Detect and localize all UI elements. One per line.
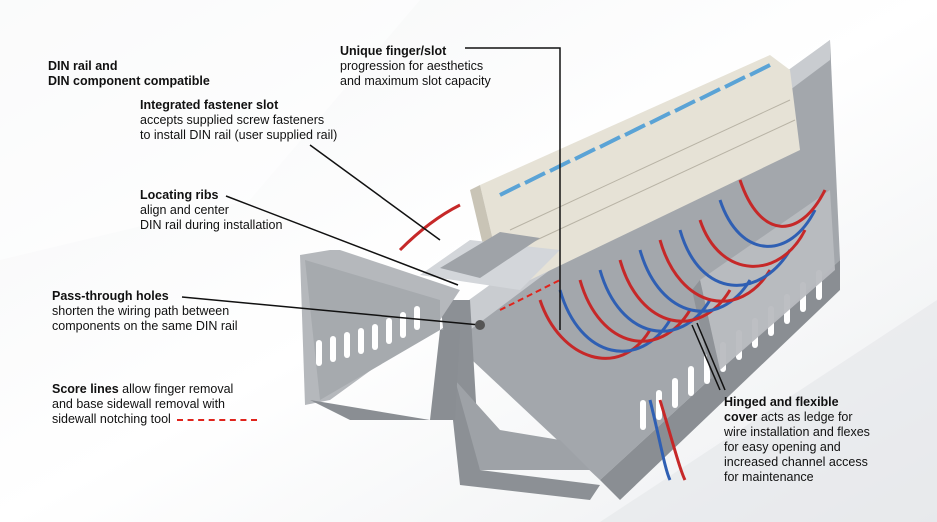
callout-finger-title: Unique finger/slot xyxy=(340,44,447,58)
callout-hinged-cover: Hinged and flexible cover acts as ledge … xyxy=(724,395,870,485)
pass-through-hole xyxy=(475,320,485,330)
callout-din-rail-line2: DIN component compatible xyxy=(48,74,210,88)
callout-score-line3: sidewall notching tool xyxy=(52,412,171,426)
callout-pass-through-line1: shorten the wiring path between xyxy=(52,304,230,318)
callout-ribs-line1: align and center xyxy=(140,203,229,217)
callout-score-rest1: allow finger removal xyxy=(118,382,234,396)
callout-finger-line2: and maximum slot capacity xyxy=(340,74,491,88)
callout-locating-ribs: Locating ribs align and center DIN rail … xyxy=(140,188,282,233)
callout-fastener-title: Integrated fastener slot xyxy=(140,98,279,112)
callout-cover-line2: wire installation and flexes xyxy=(724,425,870,439)
callout-ribs-line2: DIN rail during installation xyxy=(140,218,283,232)
callout-din-rail-line1: DIN rail and xyxy=(48,59,118,73)
callout-finger-slot: Unique finger/slot progression for aesth… xyxy=(340,44,491,89)
leader-lines xyxy=(181,47,726,391)
callout-cover-line3: for easy opening and xyxy=(724,440,841,454)
callout-ribs-title: Locating ribs xyxy=(140,188,219,202)
callout-cover-rest1: acts as ledge for xyxy=(757,410,853,424)
callout-pass-through-line2: components on the same DIN rail xyxy=(52,319,238,333)
callout-cover-line4: increased channel access xyxy=(724,455,868,469)
wires xyxy=(398,179,827,481)
callout-pass-through-title: Pass-through holes xyxy=(52,289,169,303)
callout-fastener-slot: Integrated fastener slot accepts supplie… xyxy=(140,98,337,143)
callout-cover-line5: for maintenance xyxy=(724,470,814,484)
callout-score-lines: Score lines allow finger removal and bas… xyxy=(52,382,257,427)
callout-score-title: Score lines xyxy=(52,382,119,396)
callout-fastener-line2: to install DIN rail (user supplied rail) xyxy=(140,128,338,142)
callout-cover-title1: Hinged and flexible xyxy=(724,395,839,409)
din-rail xyxy=(420,232,560,290)
callout-fastener-line1: accepts supplied screw fasteners xyxy=(140,113,325,127)
callout-pass-through: Pass-through holes shorten the wiring pa… xyxy=(52,289,238,334)
left-duct-slots xyxy=(316,306,420,366)
callout-score-line2: and base sidewall removal with xyxy=(52,397,226,411)
right-duct-profile xyxy=(440,300,600,500)
callout-din-rail: DIN rail and DIN component compatible xyxy=(48,59,210,89)
callout-cover-title2: cover xyxy=(724,410,758,424)
score-lines xyxy=(499,279,561,311)
score-line-legend-dash xyxy=(176,418,257,421)
callout-finger-line1: progression for aesthetics xyxy=(340,59,484,73)
